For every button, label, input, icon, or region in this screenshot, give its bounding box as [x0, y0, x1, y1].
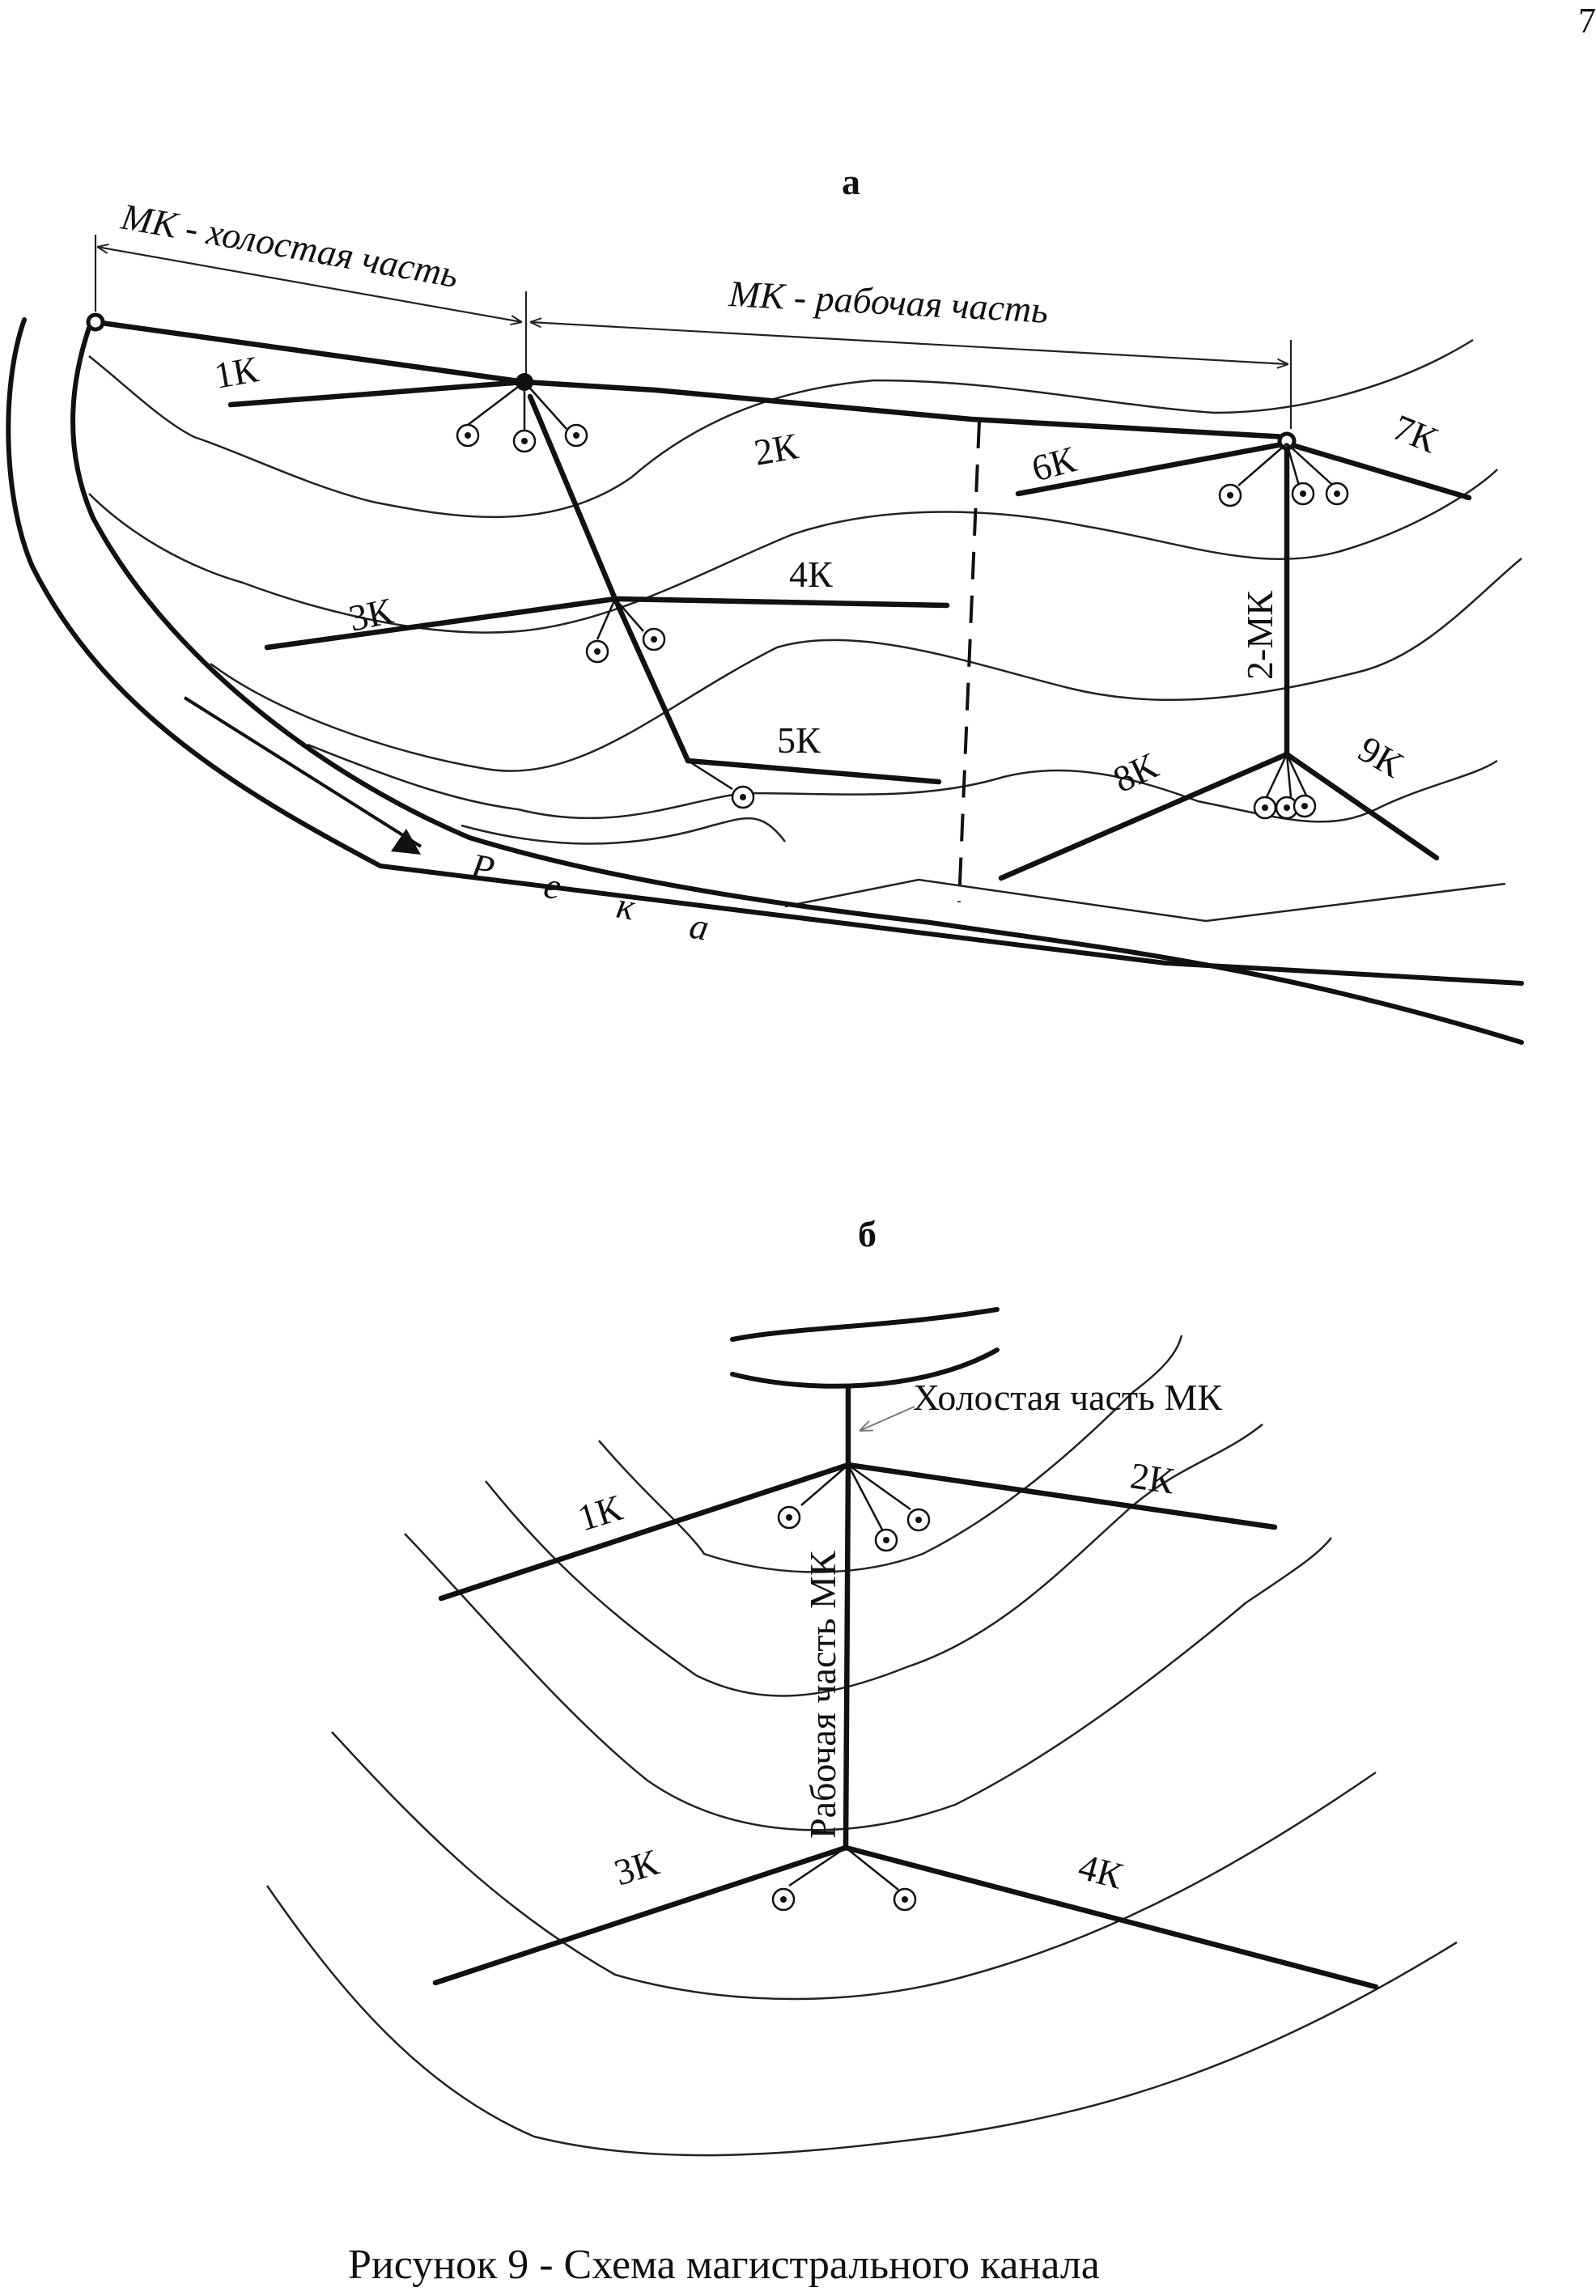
label-4k: 4К — [789, 554, 833, 595]
panel-b-contours — [265, 1335, 1458, 2157]
canal-b-3k — [432, 1844, 849, 1986]
river-letter-2: е — [541, 864, 564, 908]
label-8k: 8К — [1107, 745, 1164, 800]
idle-label: Холостая часть МК — [913, 1377, 1222, 1418]
dim-work-label: МК - рабочая часть — [727, 273, 1049, 331]
dashed-boundary — [957, 420, 981, 903]
label-1k: 1К — [211, 348, 261, 397]
contour-a-4 — [307, 743, 1498, 823]
dim-idle-arrow — [97, 247, 522, 322]
river-letter-1: Р — [467, 845, 498, 889]
river-bank-right — [70, 325, 1524, 1045]
canal-b-4k — [843, 1844, 1379, 1990]
contour-a-5 — [461, 817, 786, 845]
contour-b-2 — [485, 1424, 1263, 1697]
panel-a-title: а — [842, 161, 860, 202]
label-3k: 3К — [345, 590, 396, 639]
canal-4k — [612, 596, 950, 609]
contour-a-3 — [210, 558, 1522, 772]
contour-a-2 — [88, 469, 1498, 634]
panel-a-outlet-dots — [465, 432, 1340, 811]
river-flow-arrow-shaft — [183, 696, 422, 848]
canal-b-2k — [845, 1462, 1278, 1530]
figure-caption: Рисунок 9 - Схема магистрального канала — [348, 2242, 1100, 2288]
label-b-3k: 3К — [609, 1841, 664, 1894]
node-a-2 — [1277, 431, 1297, 451]
canal-1k — [227, 379, 528, 408]
canal-5k — [685, 758, 942, 785]
river-bank-left — [6, 317, 1524, 986]
canal-3k — [264, 596, 618, 651]
river-letter-4: а — [686, 905, 712, 949]
label-2mk: 2-МК — [1239, 591, 1280, 680]
label-5k: 5К — [777, 719, 821, 761]
contour-a-6 — [784, 878, 1506, 923]
contour-b-5 — [265, 1885, 1458, 2157]
canal-6k — [1015, 440, 1290, 497]
label-b-4k: 4К — [1074, 1845, 1127, 1896]
canal-7k — [1284, 440, 1472, 501]
page-number: 7 — [1578, 1, 1596, 40]
contour-b-4 — [331, 1731, 1377, 2001]
river-letter-3: к — [613, 885, 639, 928]
contour-b-3 — [404, 1533, 1332, 1831]
panel-b-title: б — [858, 1213, 877, 1254]
panel-b-outlets — [771, 1463, 931, 1912]
dim-work-arrow — [530, 322, 1288, 364]
canal-9k — [1284, 751, 1440, 861]
head-node-a — [86, 312, 105, 332]
panel-a-contours — [88, 338, 1522, 923]
work-label: Рабочая часть МК — [802, 1551, 843, 1839]
river-flow-arrowhead — [391, 829, 421, 855]
label-b-1k: 1К — [573, 1487, 627, 1539]
idle-leader-arrow — [860, 1406, 915, 1431]
label-7k: 7К — [1387, 406, 1443, 461]
contour-b-1 — [598, 1335, 1183, 1573]
label-9k: 9К — [1352, 728, 1410, 785]
contour-a-1 — [88, 338, 1474, 519]
dimension-lines — [94, 235, 1293, 429]
river — [6, 317, 1524, 1045]
panel-b-source — [730, 1307, 1000, 1389]
panel-b-outlet-dots — [780, 1514, 922, 1903]
label-b-2k: 2К — [1128, 1454, 1178, 1501]
label-2k: 2К — [751, 425, 801, 473]
main-canal-work — [521, 379, 1290, 440]
main-canal-idle — [92, 319, 528, 385]
canal-b-1k — [438, 1462, 851, 1602]
canal-b-main — [843, 1385, 851, 1851]
canal-8k — [998, 751, 1290, 881]
